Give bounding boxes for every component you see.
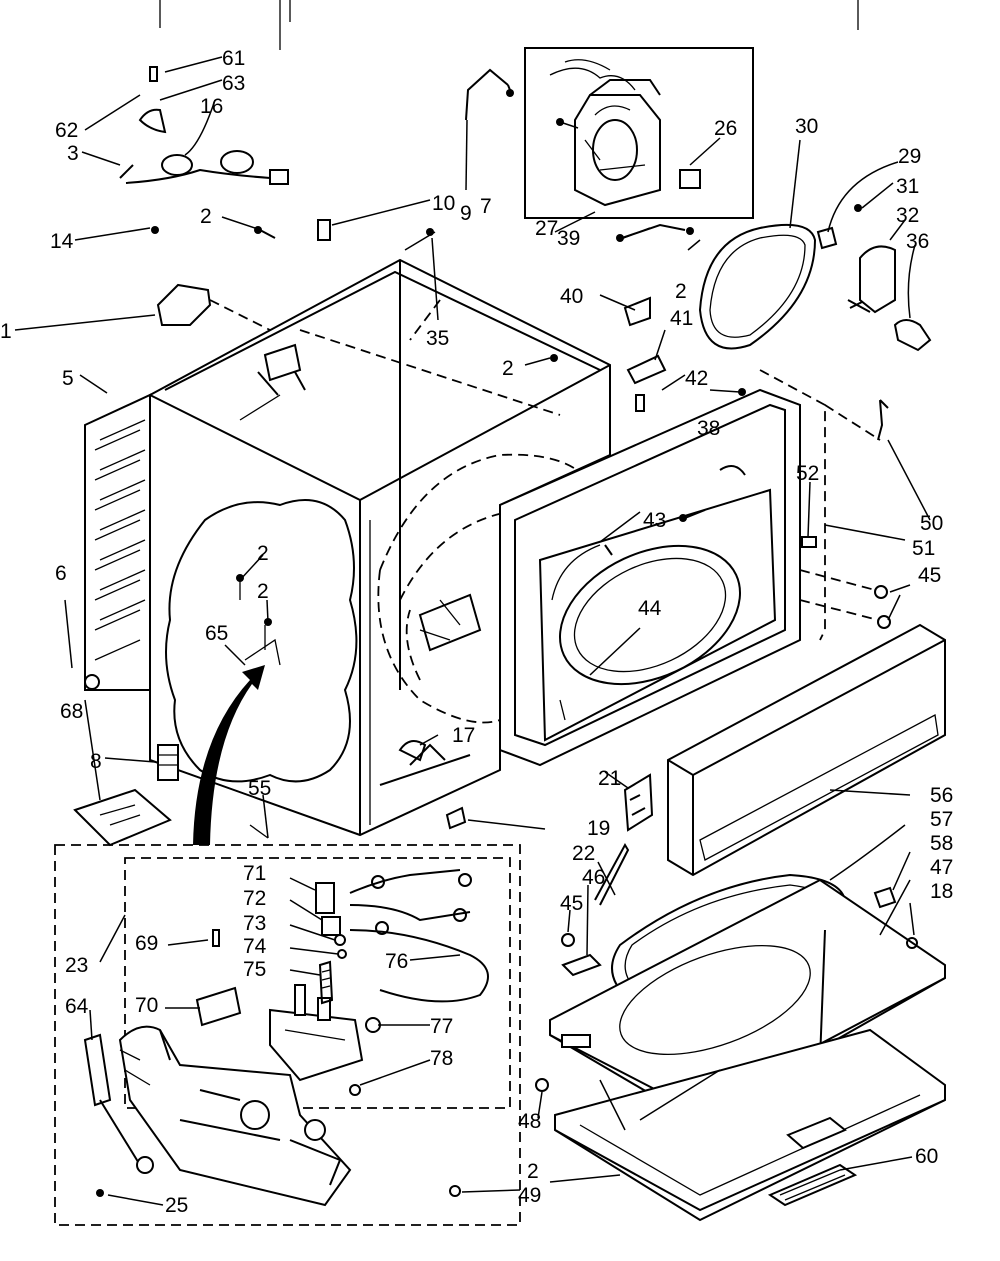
callout-61: 61 [222, 47, 245, 70]
callout-31: 31 [896, 175, 919, 198]
part-52-clip [801, 536, 817, 548]
part-45-screw-b [877, 615, 891, 629]
callout-49: 49 [518, 1184, 541, 1207]
callout-8: 8 [90, 750, 102, 773]
callout-45: 45 [918, 564, 941, 587]
control-panel [667, 623, 946, 877]
part-46-hinge [561, 953, 602, 977]
callout-1: 1 [0, 320, 12, 343]
cabinet-side-panel [84, 393, 151, 691]
callout-51: 51 [912, 537, 935, 560]
callout-78: 78 [430, 1047, 453, 1070]
callout-57: 57 [930, 808, 953, 831]
part-9-bracket [465, 68, 513, 121]
callout-64: 64 [65, 995, 89, 1018]
part-68-bag [73, 744, 179, 847]
callout-9: 9 [460, 202, 472, 225]
door-liner [554, 1028, 946, 1222]
callout-labels: 61 63 62 16 3 2 10 9 7 14 1 35 5 2 26 27… [0, 47, 953, 1217]
callout-46: 46 [582, 866, 605, 889]
callout-6: 6 [55, 562, 67, 585]
callout-38: 38 [697, 417, 720, 440]
part-1-bracket [151, 226, 271, 331]
callout-10: 10 [432, 192, 455, 215]
part-9-screw [506, 89, 514, 97]
callout-42: 42 [685, 367, 708, 390]
callout-21: 21 [598, 767, 621, 790]
callout-56: 56 [930, 784, 953, 807]
callout-41: 41 [670, 307, 693, 330]
callout-29: 29 [898, 145, 921, 168]
callout-70: 70 [135, 994, 158, 1017]
callout-2: 2 [502, 357, 514, 380]
callout-2: 2 [257, 542, 269, 565]
heater-assembly-box [54, 824, 521, 1226]
callout-65: 65 [205, 622, 228, 645]
motor-assembly [524, 47, 754, 219]
callout-48: 48 [518, 1110, 541, 1133]
callout-35: 35 [426, 327, 449, 350]
door-assembly [549, 873, 946, 1122]
callout-7: 7 [480, 195, 492, 218]
callout-50: 50 [920, 512, 943, 535]
callout-58: 58 [930, 832, 953, 855]
callout-32: 32 [896, 204, 919, 227]
callout-68: 68 [60, 700, 83, 723]
callout-63: 63 [222, 72, 245, 95]
callout-25: 25 [165, 1194, 188, 1217]
callout-52: 52 [796, 462, 819, 485]
callout-36: 36 [906, 230, 929, 253]
assembly-arrow [193, 665, 265, 845]
callout-72: 72 [243, 887, 266, 910]
part-45-screw-a [874, 585, 888, 599]
part-50 [877, 399, 889, 441]
callout-47: 47 [930, 856, 953, 879]
valve-coil-parts [195, 869, 489, 1096]
callout-55: 55 [248, 777, 271, 800]
callout-62: 62 [55, 119, 78, 142]
scan-edge-marks [159, 0, 859, 50]
callout-5: 5 [62, 367, 74, 390]
part-2-screw-bottom [449, 1185, 461, 1197]
callout-45: 45 [560, 892, 583, 915]
callout-2: 2 [675, 280, 687, 303]
callout-16: 16 [200, 95, 223, 118]
callout-14: 14 [50, 230, 74, 253]
callout-71: 71 [243, 862, 266, 885]
front-panel-outline [759, 369, 826, 641]
leader-lines [14, 56, 931, 1206]
callout-76: 76 [385, 950, 408, 973]
callout-26: 26 [714, 117, 737, 140]
callout-43: 43 [643, 509, 666, 532]
callout-2: 2 [257, 580, 269, 603]
callout-17: 17 [452, 724, 475, 747]
callout-39: 39 [557, 227, 580, 250]
callout-18: 18 [930, 880, 953, 903]
part-45-screw-c [561, 933, 575, 947]
callout-2: 2 [200, 205, 212, 228]
callout-2: 2 [527, 1160, 539, 1183]
idler-parts [816, 204, 932, 352]
front-bulkhead [499, 388, 801, 767]
callout-3: 3 [67, 142, 79, 165]
callout-44: 44 [638, 597, 662, 620]
callout-40: 40 [560, 285, 583, 308]
door-latch-parts [445, 773, 654, 906]
drive-belt [698, 223, 817, 350]
callout-60: 60 [915, 1145, 938, 1168]
callout-75: 75 [243, 958, 266, 981]
callout-77: 77 [430, 1015, 453, 1038]
callout-27: 27 [535, 217, 558, 240]
callout-69: 69 [135, 932, 158, 955]
callout-22: 22 [572, 842, 595, 865]
callout-30: 30 [795, 115, 818, 138]
burner-assembly [83, 984, 364, 1207]
callout-19: 19 [587, 817, 610, 840]
part-48-screw [535, 1078, 549, 1092]
callout-73: 73 [243, 912, 266, 935]
callout-74: 74 [243, 935, 267, 958]
callout-23: 23 [65, 954, 88, 977]
power-cord-parts [119, 66, 289, 185]
